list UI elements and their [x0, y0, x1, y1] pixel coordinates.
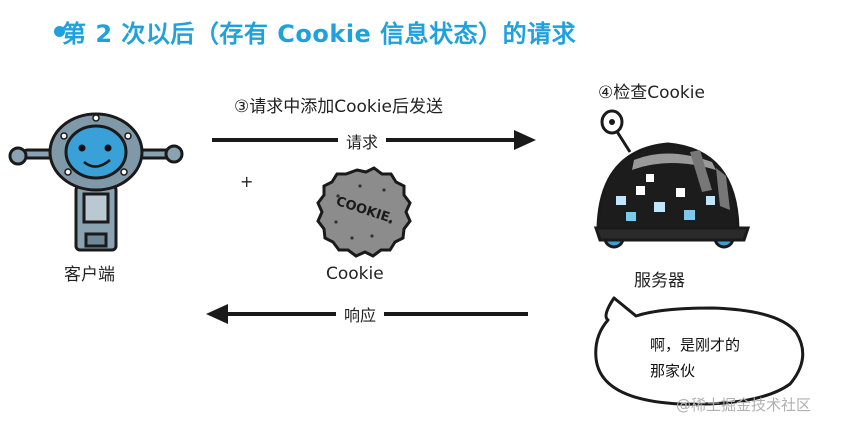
plus-sign: + [240, 172, 254, 191]
watermark: @稀土掘金技术社区 [676, 396, 812, 414]
bubble-text-line2: 那家伙 [650, 362, 696, 380]
server-robot-icon [593, 109, 751, 249]
cookie-icon: COOKIE. [316, 166, 412, 258]
client-label: 客户端 [64, 265, 115, 285]
client-robot-icon [8, 112, 184, 252]
request-label: 请求 [338, 129, 387, 153]
step4-label: ④检查Cookie [598, 83, 705, 103]
step3-label: ③请求中添加Cookie后发送 [234, 97, 443, 117]
response-label: 响应 [336, 302, 385, 326]
bubble-text-line1: 啊，是刚才的 [650, 336, 741, 354]
title-bullet-icon [54, 26, 65, 37]
speech-bubble [594, 296, 805, 406]
cookie-label: Cookie [326, 264, 384, 284]
diagram-title: 第 2 次以后（存有 Cookie 信息状态）的请求 [62, 20, 577, 48]
server-label: 服务器 [634, 271, 685, 291]
